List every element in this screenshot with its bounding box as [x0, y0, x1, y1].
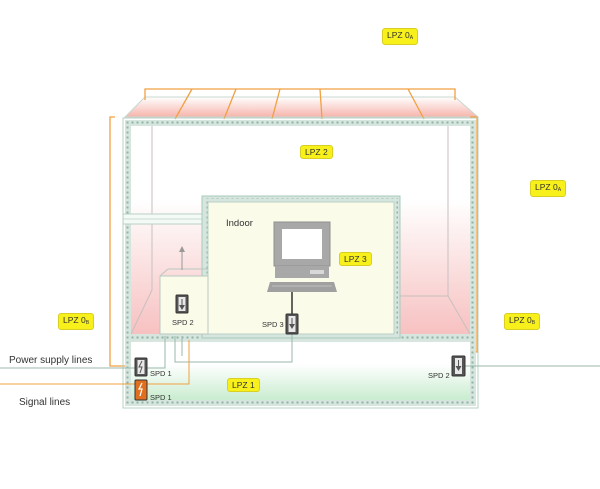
lpz0a-top-badge: LPZ 0A — [382, 28, 419, 45]
computer-icon — [267, 221, 337, 314]
spd2-cabinet-device — [175, 294, 189, 314]
roof — [109, 88, 480, 367]
spd3-device — [285, 313, 299, 335]
lpz1-building-shield — [122, 117, 479, 409]
lpz1-basement — [131, 340, 470, 400]
power-supply-lines-label: Power supply lines — [9, 355, 93, 366]
air-terminal-mesh — [144, 88, 456, 120]
spd1-power — [134, 357, 148, 377]
lpz2-badge: LPZ 2 — [300, 145, 333, 159]
spd2-right-device — [451, 355, 466, 377]
spd2-right-label: SPD 2 — [428, 371, 450, 380]
spd2-cabinet-label: SPD 2 — [172, 318, 194, 327]
lpz0a-right-badge: LPZ 0A — [530, 180, 567, 197]
spd1-signal — [134, 379, 148, 401]
lpz0b-right-badge: LPZ 0B — [504, 313, 541, 330]
lpz3-badge: LPZ 3 — [339, 252, 372, 266]
lpz1-badge: LPZ 1 — [227, 378, 260, 392]
spd1-power-label: SPD 1 — [150, 369, 172, 378]
lpz0b-left-badge: LPZ 0B — [58, 313, 95, 330]
external-lines — [0, 365, 600, 385]
internal-wiring — [140, 334, 293, 385]
signal-lines-label: Signal lines — [19, 397, 71, 408]
indoor-label: Indoor — [226, 218, 253, 229]
spd3-label: SPD 3 — [262, 320, 284, 329]
shelf — [122, 213, 206, 225]
spd1-signal-label: SPD 1 — [150, 393, 172, 402]
